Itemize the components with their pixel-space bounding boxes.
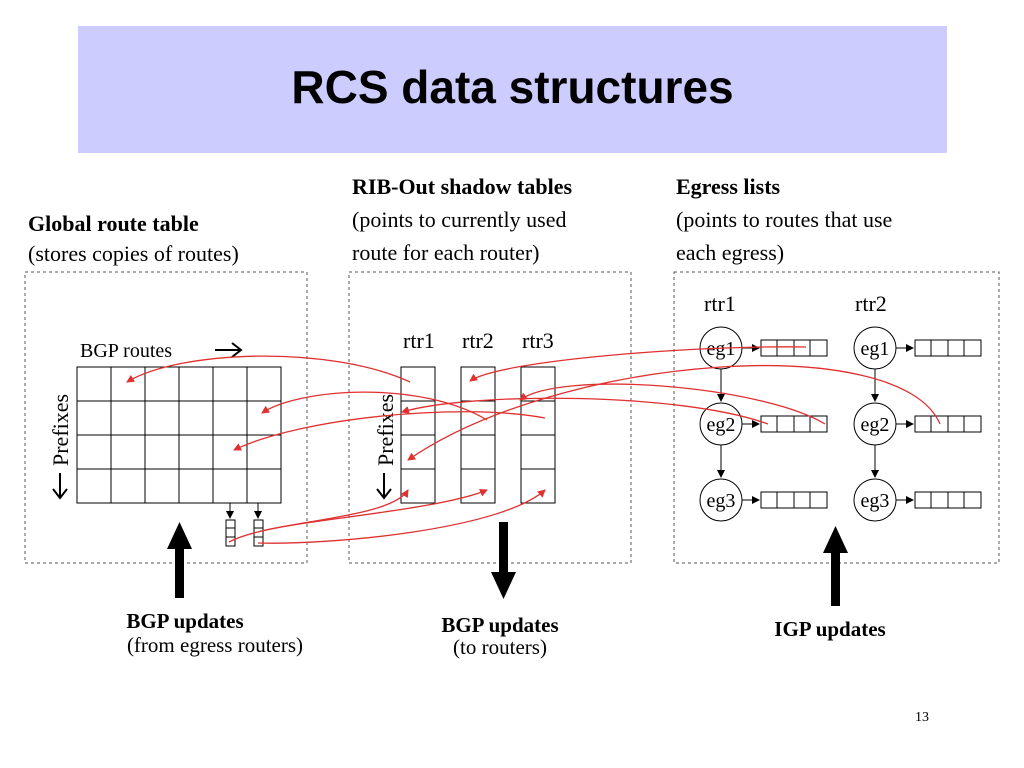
page-number: 13 xyxy=(915,710,929,725)
pointer-stack1-rtr1 xyxy=(228,489,409,543)
router-label-rtr1: rtr1 xyxy=(403,328,435,353)
router-label-rtr2: rtr2 xyxy=(462,328,494,353)
egress-list-rtr2-eg3 xyxy=(914,491,982,509)
bgp-updates-in-sub: (from egress routers) xyxy=(126,633,304,657)
egress-heading: Egress lists xyxy=(676,174,781,199)
bgp-updates-in-arrow-icon xyxy=(167,522,192,598)
svg-text:Prefixes: Prefixes xyxy=(48,394,73,466)
svg-text:Prefixes: Prefixes xyxy=(373,394,398,466)
egress-router-label-rtr1: rtr1 xyxy=(704,291,736,316)
pointer-rtr1-row1 xyxy=(126,355,411,383)
egress-router-label-rtr2: rtr2 xyxy=(855,291,887,316)
pointer-egress-rtr2-row1 xyxy=(469,346,807,382)
pointer-rtr3-row2 xyxy=(233,411,546,451)
ribout-sub-1: (points to currently used xyxy=(352,207,567,232)
egress-node-rtr2-eg2: eg2 xyxy=(853,402,897,446)
egress-list-pointers xyxy=(742,344,914,504)
global-table-heading: Global route table xyxy=(28,211,199,236)
egress-list-rtr2-eg1 xyxy=(914,339,982,357)
egress-list-rtr2-eg2 xyxy=(914,415,982,433)
ribout-panel xyxy=(348,271,632,564)
pointer-egress-rtr3-row2 xyxy=(519,383,826,425)
bgp-updates-out-label: BGP updates xyxy=(441,613,559,637)
bgp-updates-in-label: BGP updates xyxy=(126,609,244,633)
svg-text:eg3: eg3 xyxy=(861,490,890,512)
pointer-stack2a-rtr2 xyxy=(257,489,488,533)
route-stack-1 xyxy=(225,519,236,547)
pointer-rtr2-row2 xyxy=(261,391,488,421)
egress-panel xyxy=(673,271,1000,564)
bgp-updates-out-sub: (to routers) xyxy=(453,635,547,659)
slide-title: RCS data structures xyxy=(291,61,734,113)
svg-text:eg1: eg1 xyxy=(861,338,890,360)
igp-updates-label: IGP updates xyxy=(774,617,886,641)
svg-text:eg1: eg1 xyxy=(707,338,736,360)
egress-list-rtr1-eg2 xyxy=(760,415,828,433)
egress-node-rtr2-eg1: eg1 xyxy=(853,326,897,370)
egress-sub-2: each egress) xyxy=(676,240,785,265)
router-label-rtr3: rtr3 xyxy=(522,328,554,353)
bgp-updates-out-arrow-icon xyxy=(491,522,516,599)
global-route-grid xyxy=(76,366,282,504)
pointer-egress-rtr1-row2 xyxy=(401,397,769,425)
prefixes-label-global: Prefixes xyxy=(48,394,73,500)
bgp-routes-label: BGP routes xyxy=(80,340,172,362)
ribout-sub-2: route for each router) xyxy=(352,240,540,265)
ribout-column-rtr2 xyxy=(460,366,496,504)
egress-list-rtr1-eg1 xyxy=(760,339,828,357)
egress-sub-1: (points to routes that use xyxy=(676,207,893,232)
ribout-column-rtr1 xyxy=(400,366,436,504)
ribout-column-rtr3 xyxy=(520,366,556,504)
pointer-stack2b-rtr3 xyxy=(257,489,546,544)
egress-node-rtr1-eg3: eg3 xyxy=(699,478,743,522)
svg-text:eg2: eg2 xyxy=(707,414,736,436)
pointer-egress-rtr1-row3 xyxy=(407,364,941,461)
route-stack-pointers xyxy=(226,503,262,519)
prefixes-label-ribout: Prefixes xyxy=(373,394,398,500)
egress-route-lists xyxy=(760,339,982,509)
title-bar: RCS data structures xyxy=(78,26,947,153)
svg-text:eg3: eg3 xyxy=(707,490,736,512)
egress-node-rtr2-eg3: eg3 xyxy=(853,478,897,522)
right-arrow-icon xyxy=(215,342,243,358)
igp-updates-arrow-icon xyxy=(823,526,848,606)
global-table-panel xyxy=(24,271,308,564)
global-table-sub: (stores copies of routes) xyxy=(28,241,239,266)
ribout-heading: RIB-Out shadow tables xyxy=(352,174,573,199)
egress-list-rtr1-eg3 xyxy=(760,491,828,509)
route-pointer-curves xyxy=(126,346,941,544)
svg-text:eg2: eg2 xyxy=(861,414,890,436)
